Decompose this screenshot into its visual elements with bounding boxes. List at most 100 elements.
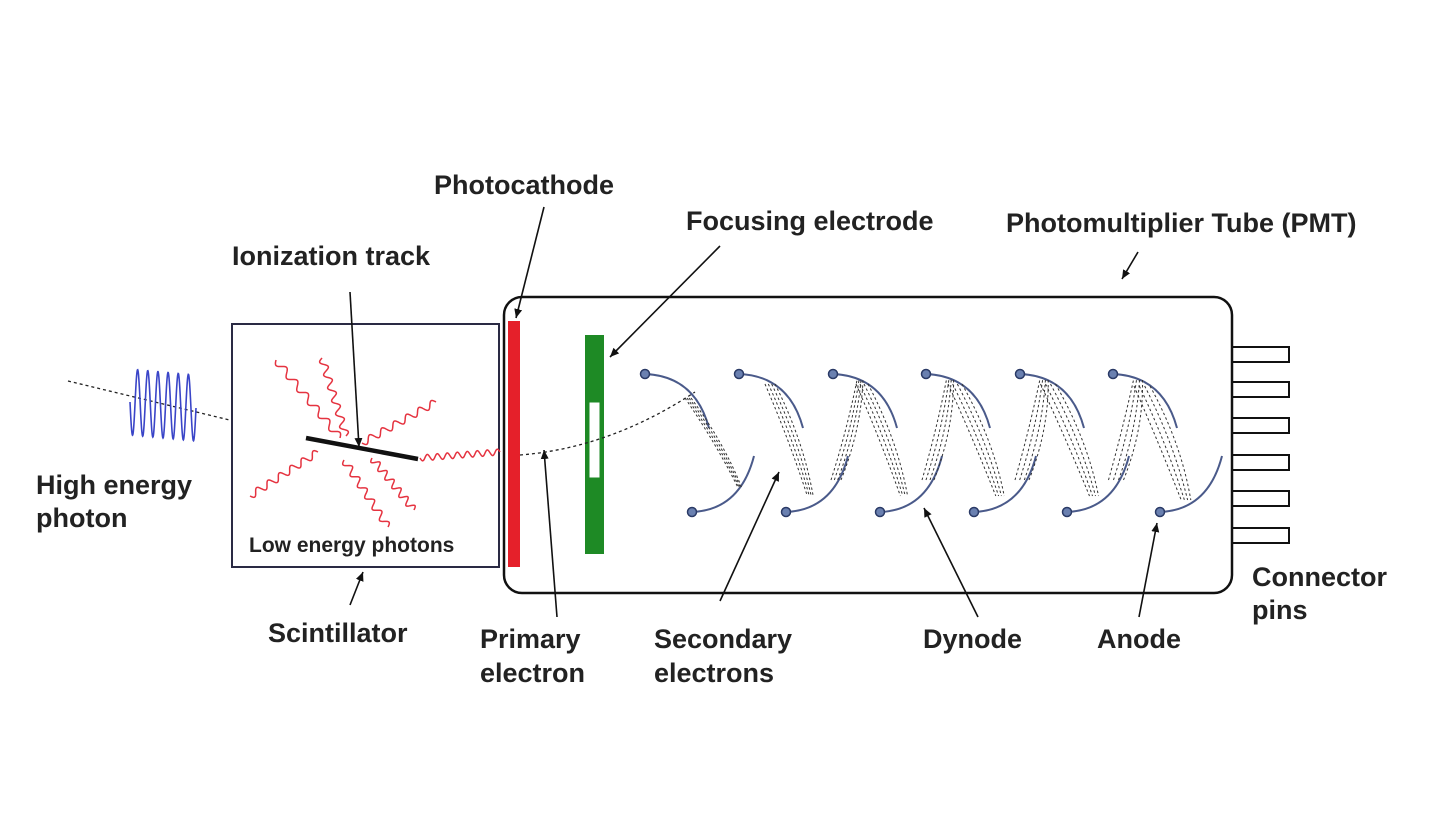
secondary-electron-trajectory xyxy=(767,383,810,496)
scint-ray xyxy=(370,457,416,511)
secondary-electron-trajectory xyxy=(859,383,904,497)
dynode xyxy=(968,455,1037,518)
secondary-electron-trajectory xyxy=(921,379,947,481)
scintillator: Low energy photons xyxy=(231,323,501,568)
dynode-label: Dynode xyxy=(923,624,1022,654)
arrow-primary-electron xyxy=(540,449,558,618)
secondary-electrons-label-line1: Secondary xyxy=(654,624,792,654)
secondary-electron-paths xyxy=(684,379,1192,501)
arrow-pmt xyxy=(1121,251,1139,280)
secondary-electron-trajectory xyxy=(1123,379,1144,481)
secondary-electron-trajectory xyxy=(947,383,997,497)
connector-pins-label-line1: Connector xyxy=(1252,562,1387,592)
secondary-electron-trajectory xyxy=(952,383,1000,497)
high-energy-photon-label-line1: High energy xyxy=(36,470,192,500)
high-energy-photon-label-line2: photon xyxy=(36,503,127,533)
arrow-scintillator xyxy=(349,571,364,606)
secondary-electron-trajectory xyxy=(863,383,906,497)
pmt-envelope xyxy=(502,295,1234,595)
scint-ray-to-photocathode xyxy=(419,448,501,462)
secondary-electron-trajectory xyxy=(933,379,955,481)
secondary-electron-trajectory xyxy=(1055,383,1099,497)
ionization-track-line xyxy=(305,435,419,462)
primary-electron-path xyxy=(519,391,696,456)
secondary-electron-trajectory xyxy=(1118,379,1140,481)
scint-ray xyxy=(318,357,350,437)
secondary-electron-trajectory xyxy=(830,379,858,481)
connector-pins xyxy=(1232,346,1290,544)
scint-ray xyxy=(361,399,437,446)
dynode xyxy=(639,368,710,429)
dynode xyxy=(874,455,943,518)
connector-pin xyxy=(1232,381,1290,398)
secondary-electron-trajectory xyxy=(867,383,909,497)
scint-ray xyxy=(274,359,342,439)
photocathode xyxy=(508,321,520,567)
secondary-electron-trajectory xyxy=(1113,379,1137,481)
anode-label: Anode xyxy=(1097,624,1181,654)
secondary-electron-trajectory xyxy=(1014,379,1041,481)
connector-pin xyxy=(1232,490,1290,507)
secondary-electron-trajectory xyxy=(774,383,814,496)
dynode xyxy=(1107,368,1178,429)
dynode xyxy=(780,455,849,518)
connector-pin xyxy=(1232,417,1290,434)
secondary-electron-trajectory xyxy=(855,383,901,497)
connector-pin xyxy=(1232,346,1290,363)
ionization-track-label: Ionization track xyxy=(232,241,431,271)
secondary-electron-trajectory xyxy=(840,379,864,481)
dynode xyxy=(920,368,991,429)
scintillator-box xyxy=(231,323,500,568)
secondary-electron-trajectory xyxy=(929,379,952,481)
pmt-label: Photomultiplier Tube (PMT) xyxy=(1006,208,1356,238)
low-energy-photons-label: Low energy photons xyxy=(249,534,454,557)
dynode xyxy=(1061,455,1130,518)
secondary-electron-trajectory xyxy=(1133,385,1182,501)
secondary-electron-trajectory xyxy=(925,379,950,481)
secondary-electron-trajectory xyxy=(837,379,862,481)
secondary-electron-trajectory xyxy=(833,379,860,481)
primary-electron-label-line1: Primary xyxy=(480,624,581,654)
secondary-electron-trajectory xyxy=(764,383,808,496)
secondary-electron-trajectory xyxy=(1144,385,1189,501)
connector-pins-label-line2: pins xyxy=(1252,595,1308,625)
scint-ray xyxy=(341,459,391,528)
focusing-electrode-label: Focusing electrode xyxy=(686,206,934,236)
arrow-dynode xyxy=(923,507,979,618)
photomultiplier-tube xyxy=(502,295,1234,595)
secondary-electron-trajectory xyxy=(1138,385,1185,501)
scintillator-label: Scintillator xyxy=(268,618,408,648)
arrow-ionization-track xyxy=(349,291,363,448)
secondary-electron-trajectory xyxy=(1045,383,1093,497)
dynode-chain xyxy=(639,368,1223,518)
secondary-electron-trajectory xyxy=(688,397,742,489)
photocathode-label: Photocathode xyxy=(434,170,614,200)
anode xyxy=(1154,455,1223,518)
secondary-electron-trajectory xyxy=(686,397,740,489)
secondary-electron-trajectory xyxy=(1050,383,1096,497)
secondary-electrons-label-line2: electrons xyxy=(654,658,774,688)
secondary-electron-trajectory xyxy=(1019,379,1044,481)
dynode xyxy=(686,455,755,518)
primary-electron-label-line2: electron xyxy=(480,658,585,688)
secondary-electron-trajectory xyxy=(1108,379,1134,481)
arrow-anode xyxy=(1138,522,1160,618)
scint-ray xyxy=(249,449,319,499)
low-energy-photon-rays xyxy=(249,357,501,528)
annotation-arrows xyxy=(349,206,1160,618)
connector-pin xyxy=(1232,527,1290,544)
secondary-electron-trajectory xyxy=(961,383,1005,497)
secondary-electron-trajectory xyxy=(1023,379,1046,481)
secondary-electron-trajectory xyxy=(956,383,1002,497)
dynode xyxy=(827,368,898,429)
dynode xyxy=(733,368,804,429)
arrow-secondary-electrons xyxy=(719,471,780,602)
dynode xyxy=(1014,368,1085,429)
arrow-photocathode xyxy=(514,206,545,319)
secondary-electron-trajectory xyxy=(1028,379,1049,481)
secondary-electron-trajectory xyxy=(690,397,743,489)
secondary-electron-trajectory xyxy=(1040,383,1090,497)
gamma-wave xyxy=(129,368,197,443)
focusing-electrode xyxy=(585,335,604,554)
